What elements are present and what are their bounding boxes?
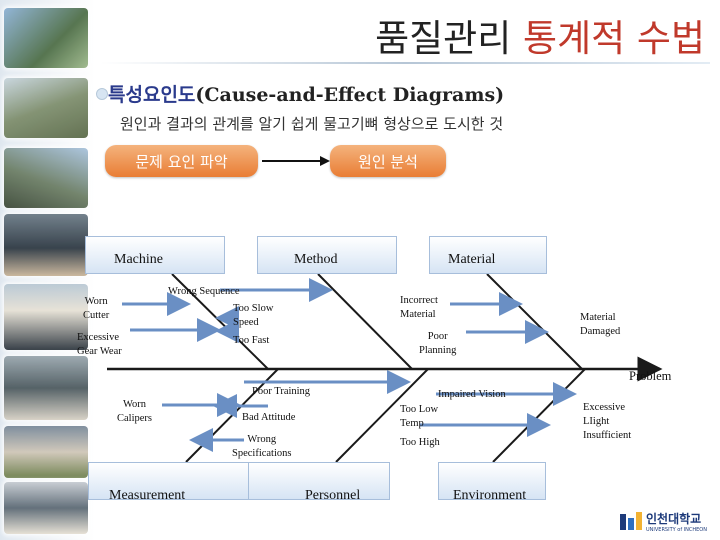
campus-photo-3 [4,148,88,208]
bone-environment [492,368,586,463]
classroom-photo [4,214,88,276]
heading-korean: 특성요인도 [108,84,196,106]
university-name: 인천대학교 [646,512,702,526]
cause-poor-planning: Poor Planning [419,331,457,356]
cause-excessive-light-insufficient: Excessive LIight Insufficient [583,402,632,441]
cause-impaired-vision: Impaired Vision [438,389,506,400]
category-environment: Environment [438,462,546,503]
university-name-english: UNIVERSITY of INCHEON [646,527,707,533]
campus-photo-2 [4,78,88,138]
bone-method [317,273,413,370]
cause-excessive-gear-wear: Excessive Gear Wear [77,332,122,357]
cause-worn-cutter: Worn Cutter [83,296,110,321]
cause-incorrect-material: Incorrect Material [400,295,438,320]
lab-photo-2 [4,426,88,478]
effect-problem: Problem [629,369,672,383]
category-environment-label: Environment [453,488,527,503]
section-heading: 특성요인도(Cause-and-Effect Diagrams) [108,80,504,107]
category-machine-label: Machine [114,252,163,267]
cause-bad-attitude: Bad Attitude [242,412,296,423]
category-method: Method [257,236,397,274]
cause-material-damaged: Material Damaged [580,312,621,337]
flow-step-right: 원인 분석 [330,145,446,177]
category-machine: Machine [85,236,225,274]
section-description: 원인과 결과의 관계를 알기 쉽게 물고기뼈 형상으로 도시한 것 [120,115,504,133]
flow-step-left: 문제 요인 파악 [105,145,258,177]
bone-material [486,273,583,370]
title-main: 품질관리 [375,17,512,60]
cause-wrong-sequence: Wrong Sequence [168,286,240,297]
page-title: 품질관리 통계적 수법 [0,8,705,62]
category-personnel-label: Personnel [305,488,361,503]
lab-photo-3 [4,482,88,534]
cause-too-high: Too High [400,437,440,448]
category-personnel: Personnel [248,462,390,503]
cause-too-low-temp: Too Low Temp [400,404,439,429]
category-measurement-label: Measurement [109,488,186,503]
lab-photo-1 [4,356,88,420]
cause-poor-training: Poor Training [252,386,311,397]
flow-step-left-label: 문제 요인 파악 [135,152,228,171]
cause-too-slow-speed: Too Slow Speed [233,303,274,328]
title-accent: 통계적 수법 [523,17,705,60]
bullet-icon [96,88,108,100]
heading-english: (Cause-and-Effect Diagrams) [195,84,505,106]
category-material-label: Material [448,252,496,267]
category-method-label: Method [294,252,338,267]
university-emblem-icon [620,511,642,532]
bone-personnel [335,368,429,463]
category-material: Material [429,236,547,274]
photo-sidebar [0,0,95,540]
cause-wrong-specifications: Wrong Specifications [232,434,292,459]
flow-step-right-label: 원인 분석 [358,152,418,171]
cause-worn-calipers: Worn Calipers [117,399,152,424]
lecture-photo [4,284,88,350]
title-divider [100,62,710,64]
campus-photo-1 [4,8,88,68]
cause-too-fast: Too Fast [233,335,270,346]
